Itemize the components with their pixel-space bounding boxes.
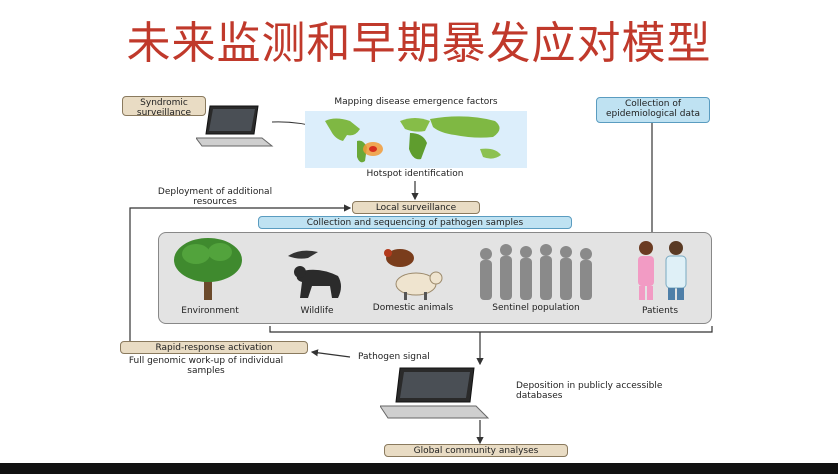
environment-label: Environment	[181, 306, 239, 316]
full-genomic-label: Full genomic work-up of individual sampl…	[128, 356, 284, 376]
rapid-response-box: Rapid-response activation	[120, 341, 308, 354]
deposition-label: Deposition in publicly accessible databa…	[516, 381, 663, 401]
tree-icon	[174, 238, 242, 300]
wildlife-label: Wildlife	[300, 306, 334, 316]
slide-title: 未来监测和早期暴发应对模型	[126, 18, 712, 69]
patients-icon	[638, 241, 687, 300]
patients-label: Patients	[641, 306, 679, 316]
wildlife-icon	[288, 250, 341, 298]
laptop-icon	[196, 105, 274, 147]
global-analyses-box: Global community analyses	[384, 444, 568, 457]
arrow-pathogen-signal	[310, 349, 351, 358]
domestic-label: Domestic animals	[372, 303, 454, 313]
mapping-label: Mapping disease emergence factors	[334, 97, 498, 107]
epidemiological-data-box: Collection of epidemiological data	[596, 97, 710, 123]
sentinel-population-icon	[480, 244, 592, 300]
syndromic-surveillance-box: Syndromic surveillance	[122, 96, 206, 118]
deployment-label: Deployment of additional resources	[157, 187, 273, 207]
bottom-bar	[0, 463, 838, 474]
pathogen-signal-label: Pathogen signal	[358, 352, 430, 362]
world-map	[305, 111, 527, 168]
domestic-animals-icon	[384, 249, 443, 300]
panel-bracket	[269, 326, 713, 333]
database-laptop-icon	[380, 367, 490, 419]
hotspot-label: Hotspot identification	[366, 169, 464, 179]
sentinel-label: Sentinel population	[492, 303, 580, 313]
local-surveillance-box: Local surveillance	[352, 201, 480, 214]
arrow-deployment	[129, 204, 352, 342]
world-map-icon	[325, 116, 501, 163]
collection-sequencing-box: Collection and sequencing of pathogen sa…	[258, 216, 572, 229]
